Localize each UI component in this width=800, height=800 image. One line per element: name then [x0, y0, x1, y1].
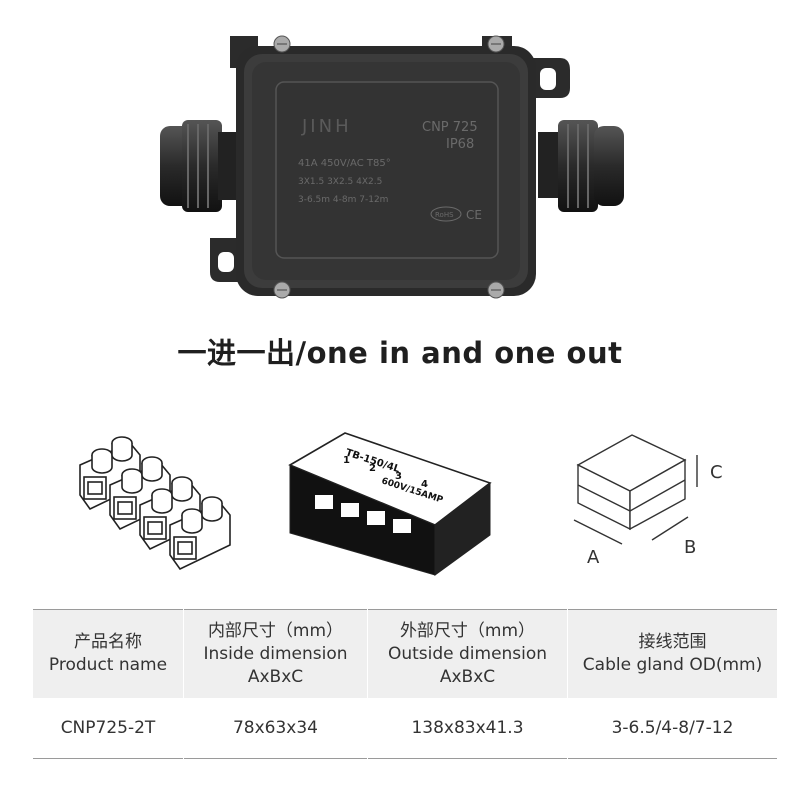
connector-number-4: 4 — [421, 479, 428, 490]
right-cable-gland — [538, 120, 624, 212]
dimension-diagram: C A B — [573, 434, 723, 568]
table-row: CNP725-2T 78x63x34 138x83x41.3 3-6.5/4-8… — [33, 698, 778, 759]
dim-label-c: C — [710, 462, 723, 483]
connector-number-3: 3 — [395, 471, 402, 482]
cell-outside-dimension: 138x83x41.3 — [367, 698, 568, 759]
header-product-name: 产品名称 Product name — [33, 609, 184, 698]
junction-box-image: JINH CNP 725 IP68 41A 450V/AC T85° 3X1.5… — [160, 35, 624, 299]
terminal-strip-image — [79, 436, 231, 571]
cable-ranges-label: 3-6.5m 4-8m 7-12m — [298, 195, 388, 205]
rohs-label: RoHS — [435, 211, 454, 219]
ce-mark: CE — [466, 208, 482, 222]
configuration-subtitle: 一进一出/one in and one out — [177, 336, 623, 370]
terminal-block-3 — [139, 476, 201, 551]
ip-rating-label: IP68 — [446, 137, 474, 152]
cell-cable-gland-od: 3-6.5/4-8/7-12 — [567, 698, 778, 759]
table-header-row: 产品名称 Product name 内部尺寸（mm） Inside dimens… — [33, 609, 778, 698]
terminal-block-4 — [169, 496, 231, 571]
dim-box-side — [629, 458, 686, 531]
connector-number-1: 1 — [343, 455, 350, 466]
lid-plate — [275, 81, 499, 259]
brand-logo: JINH — [301, 116, 352, 137]
terminal-block-1 — [79, 436, 141, 511]
cell-product-name: CNP725-2T — [33, 698, 184, 759]
connector-block-image: TB-150/4L 1 2 3 4 600V/15AMP — [288, 432, 492, 576]
rating-label: 41A 450V/AC T85° — [298, 158, 391, 169]
dim-line-b — [651, 516, 689, 541]
header-inside-dimension: 内部尺寸（mm） Inside dimension AxBxC — [183, 609, 368, 698]
cell-inside-dimension: 78x63x34 — [183, 698, 368, 759]
connector-number-2: 2 — [369, 463, 376, 474]
wire-sizes-label: 3X1.5 3X2.5 4X2.5 — [298, 177, 382, 187]
header-cable-gland-od: 接线范围 Cable gland OD(mm) — [567, 609, 778, 698]
model-label: CNP 725 — [422, 120, 478, 135]
dim-label-b: B — [684, 537, 696, 558]
rohs-mark — [430, 206, 462, 222]
dim-line-a — [573, 519, 623, 545]
spec-table: 产品名称 Product name 内部尺寸（mm） Inside dimens… — [33, 609, 778, 759]
corner-screws — [273, 35, 505, 299]
dim-label-a: A — [587, 547, 600, 568]
header-outside-dimension: 外部尺寸（mm） Outside dimension AxBxC — [367, 609, 568, 698]
left-cable-gland — [160, 120, 244, 212]
